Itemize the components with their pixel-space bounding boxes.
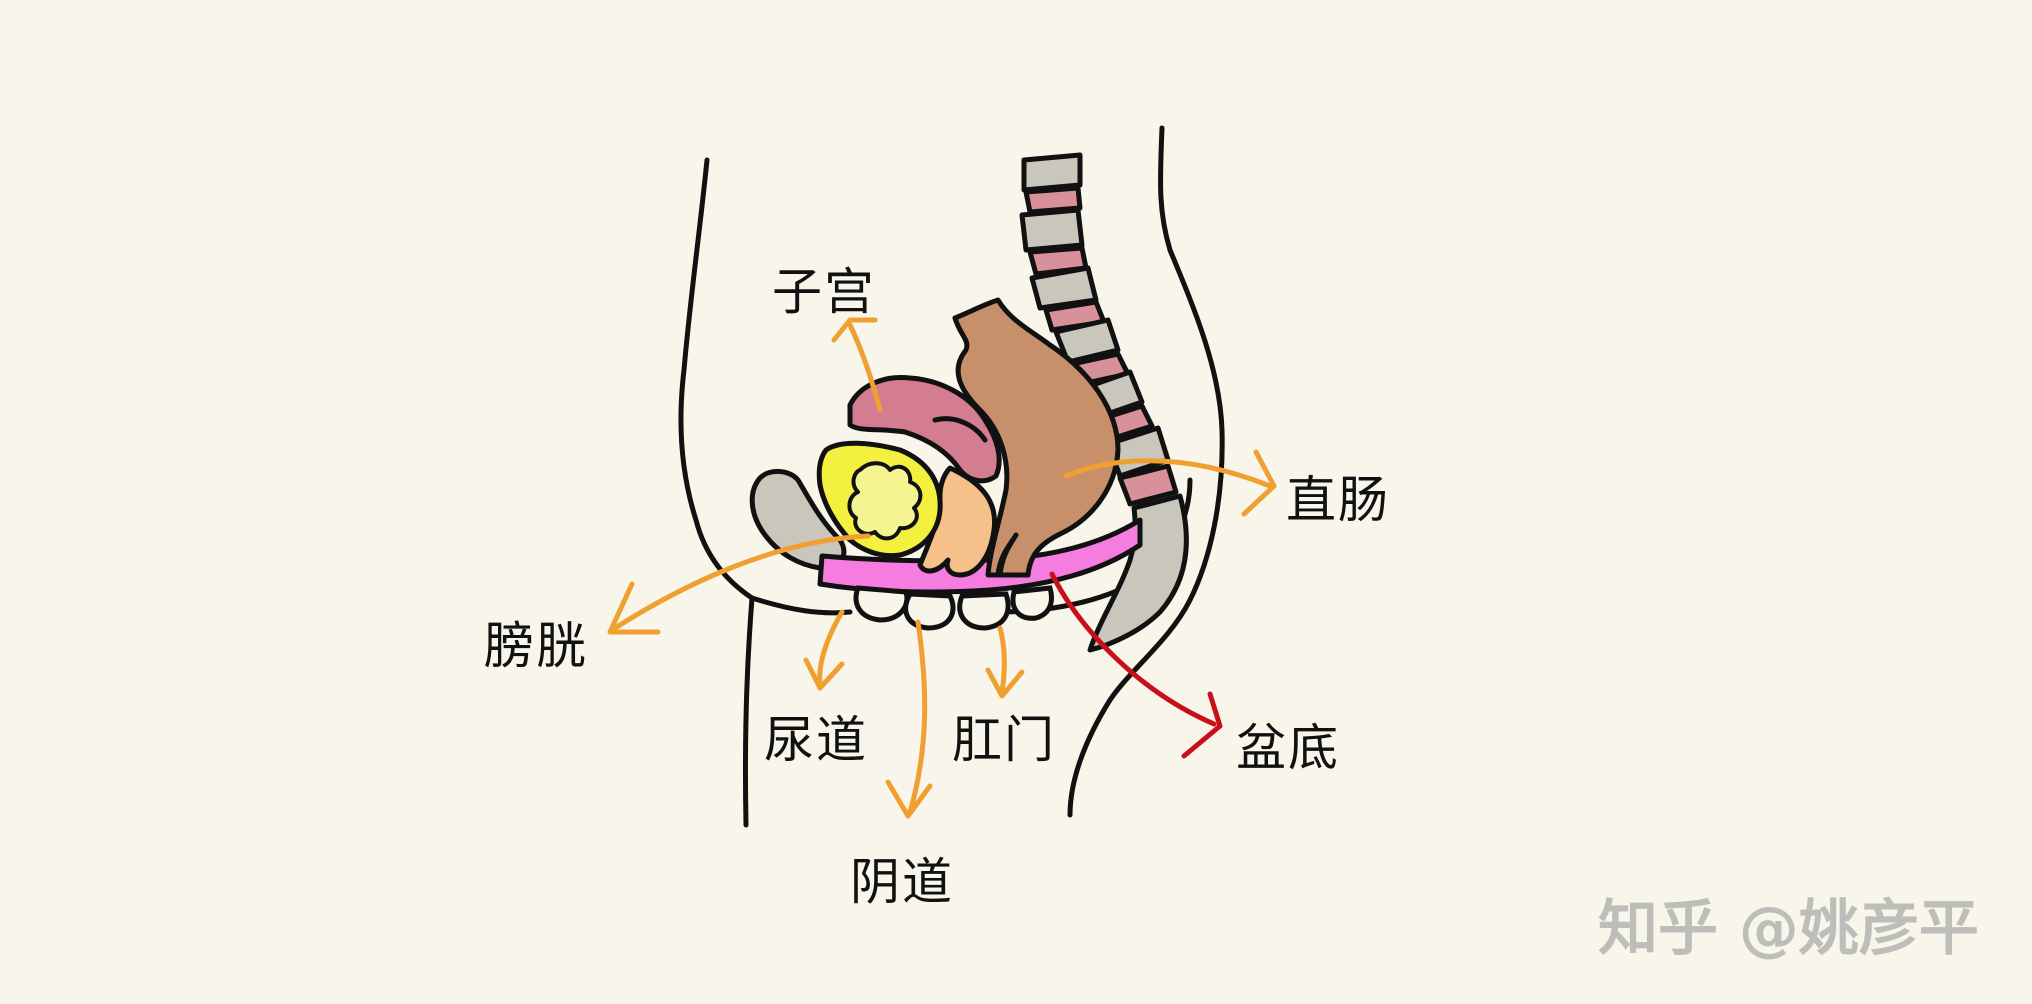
urethra-arrow: [817, 609, 845, 687]
pelvic-floor-arrow-head: [1181, 691, 1223, 759]
label-uterus: 子宫: [772, 263, 876, 321]
body-outline-left: [678, 157, 755, 828]
pelvic-floor-arrow: [1049, 571, 1217, 727]
vagina-arrow-head: [885, 779, 933, 819]
label-rectum: 直肠: [1286, 471, 1390, 529]
bladder-arrow-head: [607, 581, 661, 635]
anus-arrow: [997, 625, 1007, 695]
label-anus: 肛门: [952, 711, 1056, 769]
uterus-arrow: [847, 322, 883, 413]
label-bladder: 膀胱: [484, 617, 588, 675]
perineum: [853, 585, 1054, 631]
label-urethra: 尿道: [764, 711, 868, 769]
label-pelvic-floor: 盆底: [1236, 719, 1340, 777]
watermark: 知乎 @姚彦平: [1598, 894, 1979, 964]
anus-arrow-head: [985, 667, 1025, 699]
uterus: [847, 374, 1002, 484]
body-outline-right: [1067, 125, 1225, 818]
vagina-arrow: [907, 619, 928, 815]
rectum-arrow-head: [1241, 449, 1277, 517]
spine: [1019, 152, 1189, 653]
uterine-fold: [932, 416, 988, 443]
bladder-lining: [847, 461, 923, 541]
label-vagina: 阴道: [850, 853, 954, 911]
pelvic-outline-inner: [749, 595, 853, 616]
bladder-arrow: [609, 533, 871, 633]
rectum-arrow: [1063, 458, 1273, 489]
urethra-arrow-head: [803, 657, 845, 691]
uterus-arrow-head: [831, 317, 878, 343]
